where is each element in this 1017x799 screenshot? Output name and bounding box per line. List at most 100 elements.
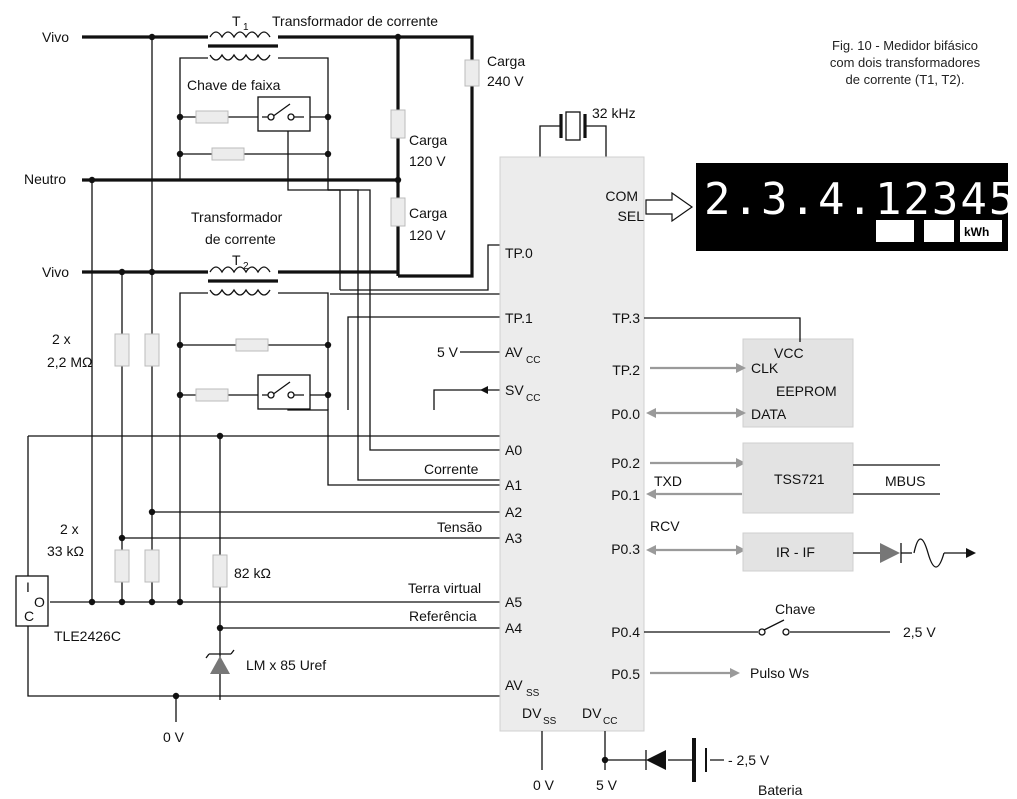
- t1-sec-left: [179, 57, 208, 180]
- pin-dvss: DV: [522, 705, 542, 721]
- r-33k-b: [144, 549, 160, 583]
- analog-signal-wires: [27, 131, 500, 697]
- t2-primary-coil: [209, 266, 271, 274]
- r-2m2-count: 2 x: [52, 331, 71, 347]
- voltage-divider-network: [91, 37, 221, 700]
- pin-tp1: TP.1: [505, 310, 533, 326]
- load120b-value: 120 V: [409, 227, 446, 243]
- transformer-t1: [208, 31, 278, 61]
- pin-sel: SEL: [618, 208, 645, 224]
- vivo-top-label: Vivo: [42, 29, 69, 45]
- tle-pin-i: I: [26, 579, 30, 595]
- t1-switch-to-a0: [287, 131, 500, 481]
- svcc-wire: [433, 389, 500, 410]
- chave-voltage: 2,5 V: [903, 624, 936, 640]
- t1-title: Transformador de corrente: [272, 13, 438, 29]
- t2-burden-resistor: [195, 388, 229, 402]
- tle2426c-body: [15, 575, 49, 627]
- eeprom-vcc: VCC: [774, 345, 804, 361]
- t2-secondary-network: [179, 189, 500, 602]
- label-tensao: Tensão: [437, 519, 482, 535]
- pin-p01: P0.1: [611, 487, 640, 503]
- com-sel-arrow: [645, 191, 694, 223]
- vivo-top-line-b: [278, 35, 474, 60]
- irif-label: IR - IF: [776, 544, 815, 560]
- pin-a2: A2: [505, 504, 522, 520]
- lcd-unit: kWh: [964, 225, 989, 239]
- reference-label: LM x 85 Uref: [246, 657, 326, 673]
- r-82k-value: 82 kΩ: [234, 565, 271, 581]
- t2-index: 2: [243, 261, 249, 272]
- eeprom-name: EEPROM: [776, 383, 837, 399]
- dvcc-voltage: 5 V: [596, 777, 618, 793]
- crystal-label: 32 kHz: [592, 105, 636, 121]
- digital-bus-arrows: [646, 363, 746, 678]
- mbus-wires: [853, 464, 940, 495]
- junction-dots: [88, 33, 402, 700]
- lcd-blank-segment-a: [876, 220, 914, 242]
- r-33k-a: [114, 549, 130, 583]
- pin-avss: AV: [505, 677, 523, 693]
- range-switch-label: Chave de faixa: [187, 77, 281, 93]
- load240-name: Carga: [487, 53, 525, 69]
- pin-tp0: TP.0: [505, 245, 533, 261]
- pin-p05: P0.5: [611, 666, 640, 682]
- ir-wave-icon: [913, 538, 945, 568]
- lcd-digits: 2.3.4.12345678: [704, 174, 1017, 225]
- pin-dvss-sub: SS: [543, 716, 557, 727]
- pin-avcc: AV: [505, 344, 523, 360]
- t1-primary-coil: [209, 31, 271, 39]
- tle-pin-o: O: [34, 594, 45, 610]
- r-2m2-b: [144, 333, 160, 367]
- pin-p00: P0.0: [611, 406, 640, 422]
- t2-fixed-resistor: [235, 338, 269, 352]
- dvss-voltage: 0 V: [533, 777, 555, 793]
- pin-dvcc-sub: CC: [603, 716, 617, 727]
- tle-pin-c: C: [24, 608, 34, 624]
- pin-p02: P0.2: [611, 455, 640, 471]
- vivo-bottom-label: Vivo: [42, 264, 69, 280]
- load120b-resistor: [390, 197, 406, 227]
- label-corrente: Corrente: [424, 461, 479, 477]
- t2-title-line-1: Transformador: [191, 209, 283, 225]
- eeprom-block: [742, 338, 854, 428]
- t2-title-line-2: de corrente: [205, 231, 276, 247]
- tle-name: TLE2426C: [54, 628, 121, 644]
- figure-caption: Fig. 10 - Medidor bifásico com dois tran…: [830, 38, 981, 87]
- tss721-name: TSS721: [774, 471, 825, 487]
- caption-line-1: Fig. 10 - Medidor bifásico: [832, 38, 978, 53]
- t2-range-switch-symbol: [262, 381, 304, 399]
- pin-tp2: TP.2: [612, 362, 640, 378]
- tp1-wire: [347, 316, 500, 410]
- mbus-label: MBUS: [885, 473, 925, 489]
- battery-voltage: - 2,5 V: [728, 752, 770, 768]
- chave-switch: [644, 619, 890, 636]
- t2-sec-right: [278, 292, 329, 410]
- mcu-left-pins: TP.0 TP.1 AV CC SV CC A0 A1 A2 A3 A5 A4 …: [505, 245, 540, 699]
- mcu-bottom-pins: DV SS DV CC: [522, 705, 617, 727]
- label-referencia: Referência: [409, 608, 477, 624]
- t2-sec-left: [179, 292, 208, 602]
- t1-range-switch-box: [257, 96, 311, 132]
- pin-avss-sub: SS: [526, 688, 540, 699]
- t1-fixed-resistor: [211, 147, 245, 161]
- t2-to-a1: [287, 409, 500, 486]
- eeprom-clk: CLK: [751, 360, 779, 376]
- battery-circuit: [601, 738, 724, 782]
- t2-range-switch-box: [257, 374, 311, 410]
- mcu-chip: [499, 156, 645, 732]
- tp3-wire: [644, 317, 801, 342]
- t1-burden-resistor: [195, 110, 229, 124]
- label-5v-avcc: 5 V: [437, 344, 459, 360]
- load240-resistor: [464, 59, 480, 87]
- t1-range-switch-symbol: [262, 103, 304, 121]
- t1-secondary-coil: [209, 53, 271, 61]
- r-82k: [212, 554, 228, 588]
- load240-value: 240 V: [487, 73, 524, 89]
- pin-tp3: TP.3: [612, 310, 640, 326]
- chave-label: Chave: [775, 601, 816, 617]
- load120a-value: 120 V: [409, 153, 446, 169]
- r-2m2-a: [114, 333, 130, 367]
- t1-return: [328, 189, 341, 290]
- ir-led-icon: [853, 543, 912, 563]
